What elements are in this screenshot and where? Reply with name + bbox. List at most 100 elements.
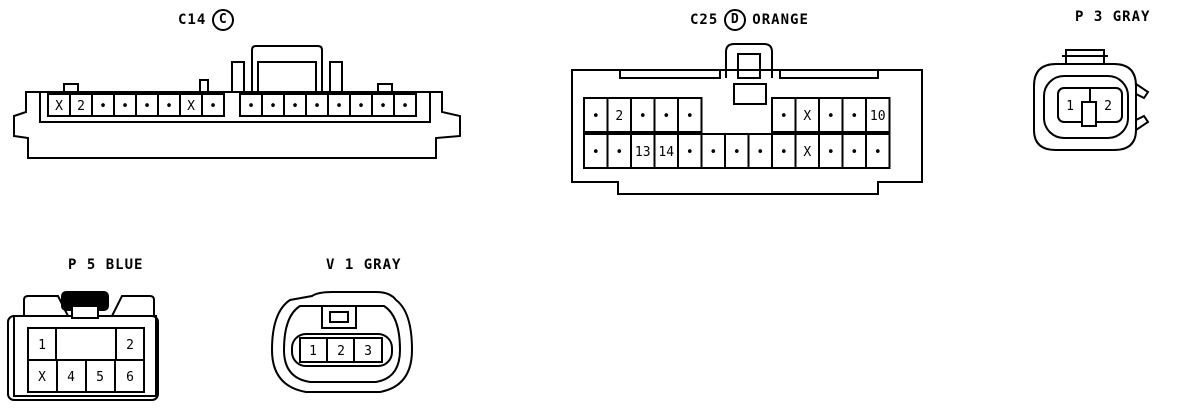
c14-pin-5: • xyxy=(165,99,173,114)
p3-right-clip xyxy=(1135,83,1150,131)
v1-color: GRAY xyxy=(363,257,402,273)
c14-letter-badge: C xyxy=(212,9,235,31)
c14-inner-outline xyxy=(39,92,431,123)
v1-pin-box xyxy=(299,337,383,363)
c25-row1-pin-1: 2 xyxy=(615,109,623,124)
c25-row1-pin-0: • xyxy=(592,109,600,124)
c25-row2-pin-3: 14 xyxy=(658,145,674,160)
c25-row1-pin-3: • xyxy=(662,109,670,124)
v1-body xyxy=(270,291,414,393)
c25-row2-pin-12-cell xyxy=(865,133,891,169)
v1-pin-frame xyxy=(291,333,393,367)
p5-connector: 1 2 X 4 5 6 xyxy=(7,291,159,401)
c25-top-lip xyxy=(619,70,879,79)
c14-guide-right xyxy=(329,61,343,92)
p5-pin-5: 5 xyxy=(96,370,104,385)
c14-pin-1: 2 xyxy=(77,99,85,114)
c25-row2-pin-10: • xyxy=(827,145,835,160)
p3-top-tab xyxy=(1062,49,1108,64)
p3-inner-shell xyxy=(1043,75,1129,139)
c25-row1-pin-4-cell xyxy=(677,97,703,133)
c25-latch-block xyxy=(733,83,767,105)
c14-pin-4: • xyxy=(143,99,151,114)
p3-color: GRAY xyxy=(1112,9,1151,25)
c14-name: C14 xyxy=(178,12,207,28)
v1-title: V 1 GRAY xyxy=(326,257,401,273)
v1-pin-2: 2 xyxy=(337,344,345,359)
c25-row1-pin-10: • xyxy=(827,109,835,124)
c14-guide-left xyxy=(231,61,245,92)
p5-color: BLUE xyxy=(105,257,144,273)
c14-pin-12: • xyxy=(313,99,321,114)
c25-row1-pin-12: 10 xyxy=(870,109,886,124)
c14-pin-16-cell xyxy=(393,93,417,117)
p5-latch-inner xyxy=(71,305,99,319)
p5-pin-1: 1 xyxy=(38,338,46,353)
p3-pin-1: 1 xyxy=(1066,99,1074,114)
c25-latch-window xyxy=(737,53,761,79)
v1-top-latch xyxy=(321,305,357,329)
c14-title: C14 C xyxy=(178,9,240,31)
c14-pin-3: • xyxy=(121,99,129,114)
c14-pin-6: X xyxy=(187,99,195,114)
c25-row2-pin-12: • xyxy=(874,145,882,160)
c25-name: C25 xyxy=(690,12,719,28)
c25-letter-badge: D xyxy=(724,9,747,31)
p5-bottom-dividers xyxy=(56,360,116,392)
c14-post-mid xyxy=(199,79,209,93)
c14-pin-9: • xyxy=(247,99,255,114)
p5-pin-x: X xyxy=(38,370,46,385)
c14-pin-16: • xyxy=(401,99,409,114)
c14-pin-7-cell xyxy=(201,93,225,117)
p5-body xyxy=(13,295,157,397)
c14-body xyxy=(13,91,461,159)
p5-pin-6: 6 xyxy=(126,370,134,385)
c25-row2-pin-9: X xyxy=(803,145,811,160)
c25-row2-pin-7: • xyxy=(756,145,764,160)
c25-row2-pin-11: • xyxy=(850,145,858,160)
c25-row2-pin-2: 13 xyxy=(635,145,651,160)
c14-pin-0: X xyxy=(55,99,63,114)
v1-latch-slot xyxy=(329,311,349,323)
p3-name: P 3 xyxy=(1075,9,1104,25)
p3-title: P 3 GRAY xyxy=(1075,9,1150,25)
c14-pin-14: • xyxy=(357,99,365,114)
c14-latch-slot xyxy=(257,61,317,92)
v1-inner-shell xyxy=(282,305,402,383)
c14-post-right xyxy=(377,83,393,93)
v1-pin-1: 1 xyxy=(309,344,317,359)
c25-row2-pin-8: • xyxy=(780,145,788,160)
c14-pin-7: • xyxy=(209,99,217,114)
v1-pin-3: 3 xyxy=(364,344,372,359)
p3-pin-2: 2 xyxy=(1104,99,1112,114)
c14-post-left xyxy=(63,83,79,93)
p3-connector: 1 2 xyxy=(1033,49,1150,151)
c25-row2-pin-6: • xyxy=(733,145,741,160)
c25-row2-pin-0: • xyxy=(592,145,600,160)
p5-top-dividers xyxy=(55,328,117,360)
c25-row2-pin-5: • xyxy=(709,145,717,160)
c14-pin-2: • xyxy=(99,99,107,114)
c14-top-latch xyxy=(251,45,323,92)
c25-body xyxy=(571,69,923,195)
p5-name: P 5 xyxy=(68,257,97,273)
c25-row1-pin-8: • xyxy=(780,109,788,124)
p5-title: P 5 BLUE xyxy=(68,257,143,273)
c25-row1-pin-11: • xyxy=(850,109,858,124)
c25-row1-pin-9: X xyxy=(803,109,811,124)
p5-pin-2: 2 xyxy=(126,338,134,353)
v1-name: V 1 xyxy=(326,257,355,273)
c25-row1-pin-4: • xyxy=(686,109,694,124)
v1-pin-dividers xyxy=(326,338,355,362)
c25-row2-pin-4: • xyxy=(686,145,694,160)
p3-key xyxy=(1081,101,1097,127)
c14-pin-11: • xyxy=(291,99,299,114)
c25-row1-pin-2: • xyxy=(639,109,647,124)
c14-pin-13: • xyxy=(335,99,343,114)
p5-pin-4: 4 xyxy=(67,370,75,385)
